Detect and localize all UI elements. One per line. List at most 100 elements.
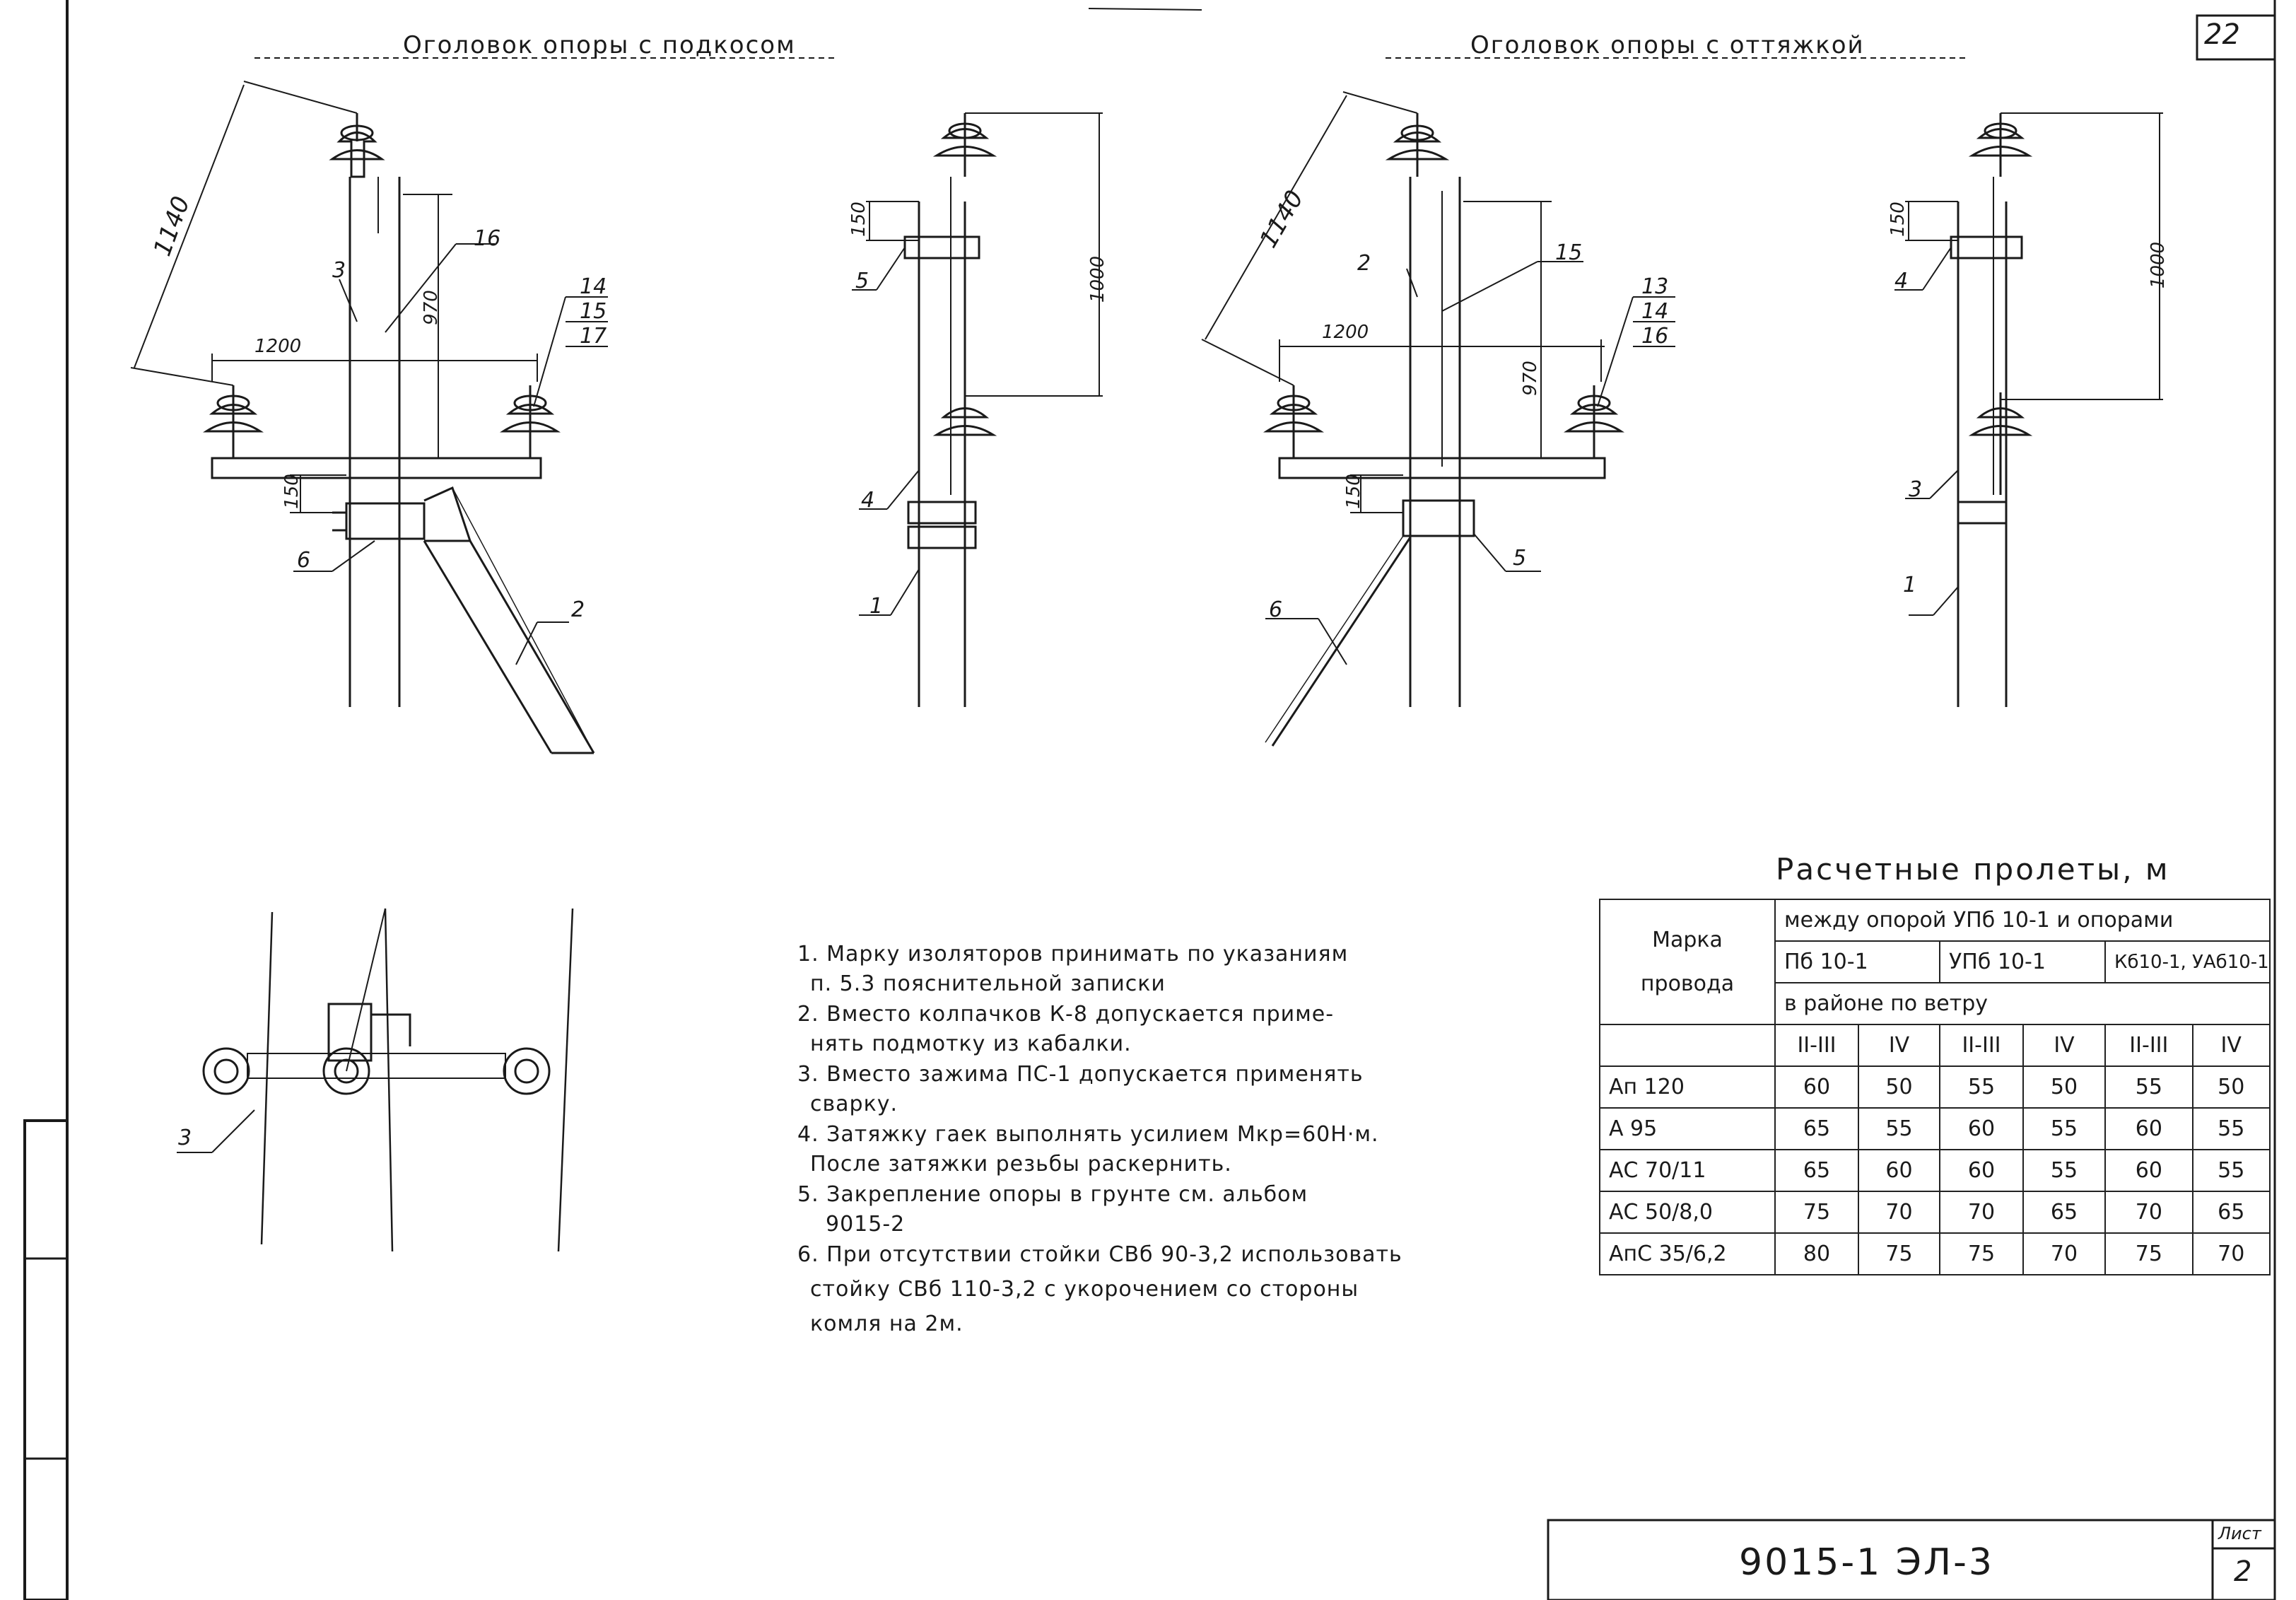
callout-4-far: 4 (1894, 269, 1909, 293)
cell: 75 (1774, 1191, 1859, 1234)
sheet-number-box (2196, 14, 2276, 61)
cell: 50 (2022, 1065, 2106, 1109)
dim-1000-side: 1000 (1087, 255, 1109, 303)
cell: 75 (1858, 1232, 1940, 1275)
view-plan (177, 908, 574, 1252)
cell: 65 (2022, 1191, 2106, 1234)
drawing-code: 9015-1 ЭЛ-3 (1739, 1541, 1994, 1584)
row-mark: А 95 (1599, 1107, 1776, 1150)
cell: 55 (2022, 1107, 2106, 1150)
title-guy-view: Оголовок опоры с оттяжкой (1470, 31, 1865, 59)
cell: 70 (2191, 1232, 2271, 1275)
cell: 70 (1858, 1191, 1940, 1234)
callout-13: 13 (1641, 274, 1669, 299)
view-guy-front (1201, 91, 1675, 747)
cell: 60 (1774, 1065, 1859, 1109)
callout-3-plan: 3 (178, 1126, 192, 1150)
sheet-value: 2 (2234, 1555, 2252, 1588)
note-line: 5. Закрепление опоры в грунте см. альбом (797, 1182, 1308, 1207)
cell: 75 (1939, 1232, 2024, 1275)
subcol-header: II-III (1939, 1024, 2024, 1067)
dim-1200-guy: 1200 (1322, 322, 1369, 343)
cell: 50 (1858, 1065, 1940, 1109)
table-row: АС 50/8,0 75 70 70 65 70 65 (1599, 1191, 2271, 1234)
view-strut-front (130, 81, 608, 754)
table-title: Расчетные пролеты, м (1776, 852, 2170, 887)
callout-5-guy: 5 (1513, 546, 1527, 571)
dim-970-guy: 970 (1519, 361, 1541, 396)
table-row: Ап 120 60 50 55 50 55 50 (1599, 1065, 2271, 1109)
cell: 55 (2191, 1107, 2271, 1150)
callout-5: 5 (855, 269, 869, 293)
callout-6-guy: 6 (1269, 597, 1283, 622)
callout-1-far: 1 (1903, 573, 1917, 597)
cell: 65 (1774, 1107, 1859, 1150)
note-line: 4. Затяжку гаек выполнять усилием Мкр=60… (797, 1122, 1379, 1147)
callout-14-guy: 14 (1641, 299, 1669, 324)
callout-2-guy: 2 (1357, 251, 1371, 276)
cell: 60 (1858, 1149, 1940, 1192)
note-line: После затяжки резьбы раскернить. (810, 1152, 1232, 1176)
note-line: п. 5.3 пояснительной записки (810, 971, 1166, 996)
title-block (1547, 1519, 2276, 1600)
callout-2: 2 (571, 597, 585, 622)
cell: 55 (1939, 1065, 2024, 1109)
note-line: нять подмотку из кабалки. (810, 1032, 1132, 1056)
cell: 80 (1774, 1232, 1859, 1275)
cell: 70 (1939, 1191, 2024, 1234)
cell: 50 (2191, 1065, 2271, 1109)
sheet-label: Лист (2218, 1524, 2261, 1543)
dim-1200: 1200 (254, 336, 302, 357)
note-line: сварку. (810, 1092, 898, 1116)
cell: 55 (1858, 1107, 1940, 1150)
dim-150: 150 (281, 474, 303, 509)
dim-1000-far: 1000 (2148, 241, 2169, 289)
callout-15: 15 (580, 299, 607, 324)
notes: 1. Марку изоляторов принимать по указани… (797, 937, 1402, 1341)
cell: 55 (2104, 1065, 2194, 1109)
callout-15-guy: 15 (1555, 240, 1583, 265)
col-mark-line1: Марка (1652, 927, 1723, 952)
callout-4: 4 (861, 488, 875, 513)
between-header: между опорой УПб 10-1 и опорами (1774, 899, 2271, 942)
row-mark: АпС 35/6,2 (1599, 1232, 1776, 1275)
subcol-header: II-III (1774, 1024, 1859, 1067)
table-row: АС 70/11 65 60 60 55 60 55 (1599, 1149, 2271, 1192)
row-mark: АС 50/8,0 (1599, 1191, 1776, 1234)
cell: 60 (1939, 1107, 2024, 1150)
subcol-header: IV (2191, 1024, 2271, 1067)
view-strut-side (852, 112, 1103, 707)
title-strut-view: Оголовок опоры с подкосом (403, 31, 796, 59)
cell: 60 (1939, 1149, 2024, 1192)
region-header: в районе по ветру (1774, 982, 2271, 1025)
group-header: Пб 10-1 (1774, 940, 1940, 983)
callout-16-guy: 16 (1641, 324, 1669, 349)
group-header: Кб10-1, УАб10-1 (2104, 940, 2271, 983)
sheet-number: 22 (2204, 18, 2240, 51)
callout-17: 17 (580, 324, 607, 349)
subcol-header: II-III (2104, 1024, 2194, 1067)
callout-1: 1 (869, 594, 884, 619)
note-line: комля на 2м. (810, 1312, 964, 1336)
cell: 70 (2022, 1232, 2106, 1275)
subcol-header: IV (2022, 1024, 2106, 1067)
cell: 60 (2104, 1107, 2194, 1150)
callout-3: 3 (332, 258, 346, 283)
cell: 70 (2104, 1191, 2194, 1234)
row-mark: Ап 120 (1599, 1065, 1776, 1109)
dim-150-guy: 150 (1342, 474, 1364, 509)
dim-150-side: 150 (848, 202, 869, 237)
group-header: УПб 10-1 (1939, 940, 2106, 983)
callout-6: 6 (297, 548, 311, 573)
dim-150-far: 150 (1887, 202, 1909, 237)
note-line: 9015-2 (826, 1212, 906, 1237)
spans-table: Марка провода между опорой УПб 10-1 и оп… (1599, 899, 2271, 1275)
table-row: А 95 65 55 60 55 60 55 (1599, 1107, 2271, 1150)
note-line: 3. Вместо зажима ПС-1 допускается примен… (797, 1062, 1364, 1087)
note-line: 2. Вместо колпачков К-8 допускается прим… (797, 1002, 1335, 1027)
side-stamp-strip (23, 1119, 69, 1600)
col-mark-header: Марка провода (1599, 899, 1776, 1025)
note-line: 1. Марку изоляторов принимать по указани… (797, 942, 1349, 967)
col-mark-line2: провода (1640, 971, 1735, 996)
